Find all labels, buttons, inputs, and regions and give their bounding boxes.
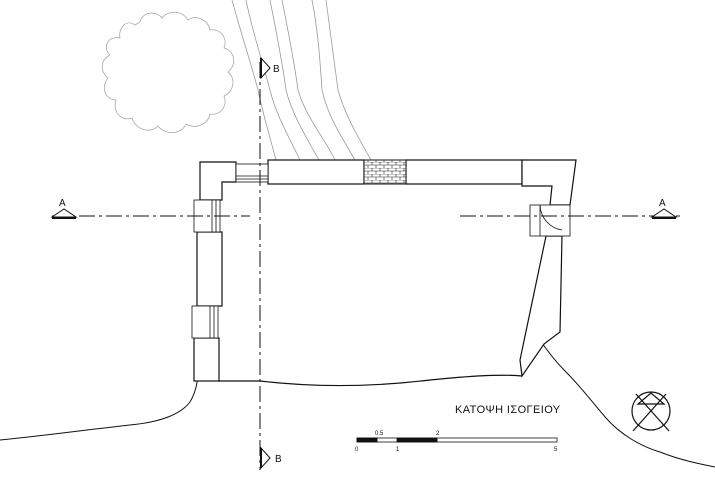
door: [529, 204, 571, 237]
north-arrow-icon: [631, 391, 671, 432]
section-marker-a-left-icon: [50, 208, 78, 219]
scale-label-2: 2: [436, 431, 440, 437]
scale-label-5: 5: [554, 447, 558, 453]
plan-title: ΚΑΤΟΨΗ ΙΣΟΓΕΙΟΥ: [455, 404, 561, 416]
section-label-a-right: A: [659, 198, 666, 209]
section-label-b-bottom: B: [275, 454, 282, 465]
contour-lines: [231, 0, 373, 163]
section-label-b-top: B: [273, 64, 280, 75]
scale-bar: [356, 437, 558, 443]
scale-label-0: 0: [355, 447, 359, 453]
section-marker-b-top-icon: [260, 56, 271, 80]
section-marker-a-right-icon: [650, 208, 678, 219]
building-walls: [193, 159, 577, 387]
tree-outline-icon: [101, 11, 235, 133]
scale-label-0-5: 0.5: [375, 431, 384, 437]
section-marker-b-bottom-icon: [260, 446, 271, 470]
terrain-lines: [0, 339, 715, 468]
section-label-a-left: A: [59, 198, 66, 209]
scale-label-1: 1: [396, 447, 400, 453]
brick-infill: [363, 159, 407, 185]
